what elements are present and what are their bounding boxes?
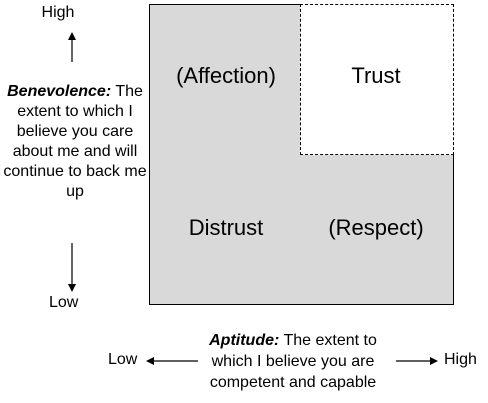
x-axis-high-label: High	[444, 351, 477, 368]
y-axis-description-text: The extent to which I believe you care a…	[3, 83, 147, 200]
y-axis-description: Benevolence: The extent to which I belie…	[0, 82, 150, 202]
quadrant-affection: (Affection)	[176, 63, 276, 88]
x-axis-title: Aptitude:	[209, 332, 280, 349]
y-axis-title: Benevolence:	[7, 83, 112, 100]
quadrant-distrust: Distrust	[188, 215, 264, 240]
y-axis-high-label: High	[41, 4, 75, 21]
x-axis-description: Aptitude: The extent to which I believe …	[193, 330, 393, 393]
trust-quadrant-highlight	[300, 4, 454, 155]
y-axis-low-label: Low	[49, 294, 79, 311]
quadrant-respect: (Respect)	[328, 215, 424, 240]
x-axis-description-text: The extent to which I believe you are co…	[209, 332, 377, 391]
quadrant-trust: Trust	[351, 63, 401, 88]
x-axis-low-label: Low	[108, 351, 138, 368]
